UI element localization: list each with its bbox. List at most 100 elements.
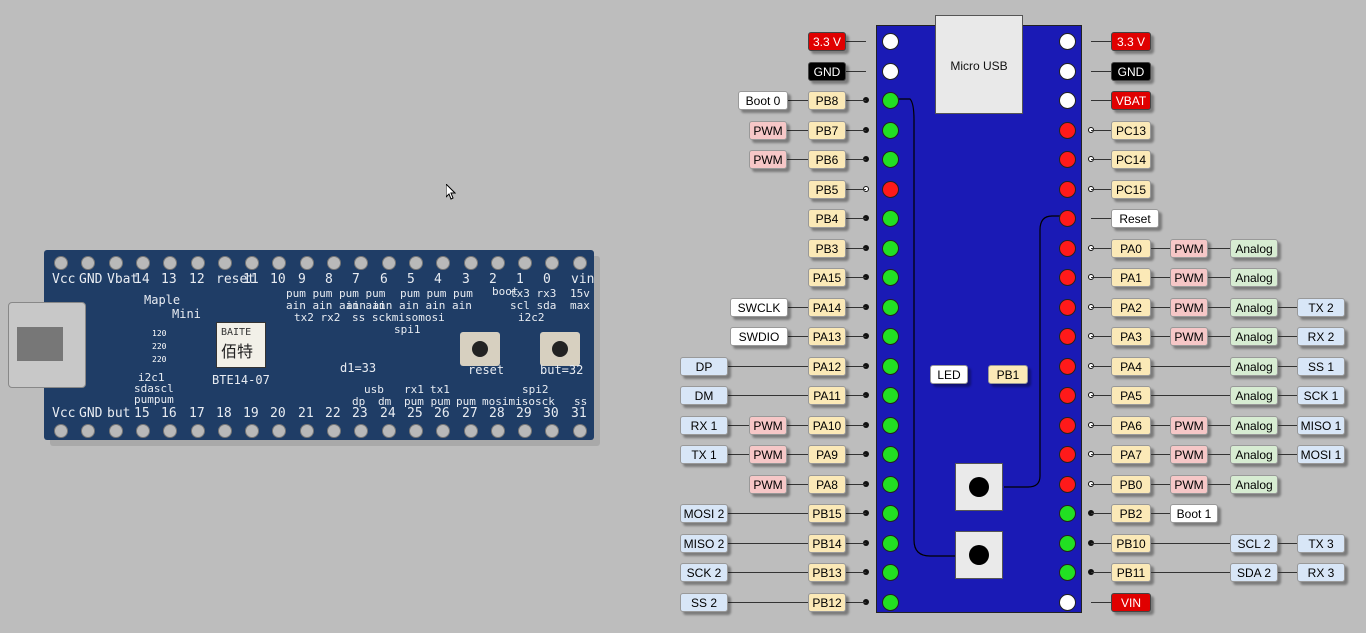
right-pin-7[interactable] [1059, 240, 1076, 257]
photo-top-pad-18 [545, 256, 559, 270]
left-pin-0[interactable] [882, 33, 899, 50]
right-extra-label-13-2: MISO 1 [1297, 416, 1345, 435]
photo-bottom-sub-7: spi2 [522, 383, 549, 396]
right-extra-label-10-2: RX 2 [1297, 327, 1345, 346]
right-pin-line-15 [1091, 484, 1111, 485]
reset-button-cap [969, 477, 989, 497]
right-pin-label-5: PC15 [1111, 180, 1151, 199]
photo-bottom-pad-5 [191, 424, 205, 438]
right-extra-label-15-1: Analog [1230, 475, 1278, 494]
photo-top-pad-12 [382, 256, 396, 270]
right-pin-17[interactable] [1059, 535, 1076, 552]
right-pin-5[interactable] [1059, 181, 1076, 198]
right-pin-1[interactable] [1059, 63, 1076, 80]
right-extra-label-13-0: PWM [1170, 416, 1208, 435]
right-pin-line-16 [1091, 513, 1111, 514]
left-pin-line-14 [846, 454, 866, 455]
left-pin-16[interactable] [882, 505, 899, 522]
right-extra-line-9-2 [1278, 307, 1297, 308]
left-pin-12[interactable] [882, 387, 899, 404]
left-pin-label-3: PB7 [808, 121, 846, 140]
right-pin-6[interactable] [1059, 210, 1076, 227]
left-extra-label-16-0: MOSI 2 [680, 504, 728, 523]
right-pin-11[interactable] [1059, 358, 1076, 375]
left-pin-6[interactable] [882, 210, 899, 227]
photo-bottom-sub-1: dp [352, 395, 366, 408]
right-extra-label-10-0: PWM [1170, 327, 1208, 346]
right-pin-line-4 [1091, 159, 1111, 160]
left-pin-8[interactable] [882, 269, 899, 286]
left-pin-18[interactable] [882, 564, 899, 581]
left-pin-label-5: PB5 [808, 180, 846, 199]
left-extra-label-13-1: RX 1 [680, 416, 728, 435]
photo-top-pad-9 [300, 256, 314, 270]
board-sub: Mini [172, 307, 201, 321]
right-pin-12[interactable] [1059, 387, 1076, 404]
left-pin-19[interactable] [882, 594, 899, 611]
right-pin-13[interactable] [1059, 417, 1076, 434]
left-pin-line-0 [846, 41, 866, 42]
photo-bottom-label-0: Vcc [52, 406, 76, 421]
right-pin-line-19 [1091, 602, 1111, 603]
photo-top-pad-8 [272, 256, 286, 270]
right-pin-label-14: PA7 [1111, 445, 1151, 464]
left-pin-marker-2 [863, 97, 869, 103]
right-pin-14[interactable] [1059, 446, 1076, 463]
left-pin-11[interactable] [882, 358, 899, 375]
left-pin-17[interactable] [882, 535, 899, 552]
left-pin-line-17 [846, 543, 866, 544]
left-extra-line-14-1 [728, 454, 749, 455]
right-pin-18[interactable] [1059, 564, 1076, 581]
photo-bottom-pad-6 [218, 424, 232, 438]
right-pin-3[interactable] [1059, 122, 1076, 139]
right-pin-9[interactable] [1059, 299, 1076, 316]
right-extra-line-13-1 [1208, 425, 1230, 426]
photo-top-sub-4: ain ain ain ain ain [346, 299, 472, 312]
reset-button[interactable] [955, 463, 1003, 511]
left-pin-7[interactable] [882, 240, 899, 257]
left-pin-4[interactable] [882, 151, 899, 168]
resistor-2: 220 [152, 342, 167, 351]
left-pin-10[interactable] [882, 328, 899, 345]
photo-bottom-label-13: 25 [407, 406, 423, 421]
left-pin-marker-17 [863, 540, 869, 546]
right-pin-10[interactable] [1059, 328, 1076, 345]
right-pin-label-0: 3.3 V [1111, 32, 1151, 51]
right-pin-line-1 [1091, 71, 1111, 72]
photo-bottom-pad-9 [300, 424, 314, 438]
left-pin-5[interactable] [882, 181, 899, 198]
left-pin-9[interactable] [882, 299, 899, 316]
photo-top-label-7: 11 [243, 272, 259, 287]
right-pin-label-6: Reset [1111, 209, 1159, 228]
reset-text: reset [468, 363, 505, 377]
right-pin-8[interactable] [1059, 269, 1076, 286]
left-pin-label-4: PB6 [808, 150, 846, 169]
right-pin-15[interactable] [1059, 476, 1076, 493]
right-extra-label-11-2: SS 1 [1297, 357, 1345, 376]
right-extra-line-8-1 [1208, 277, 1230, 278]
right-pin-2[interactable] [1059, 92, 1076, 109]
photo-top-label-17: 1 [516, 272, 524, 287]
photo-bottom-pad-17 [518, 424, 532, 438]
left-pin-14[interactable] [882, 446, 899, 463]
right-pin-4[interactable] [1059, 151, 1076, 168]
user-button[interactable] [955, 531, 1003, 579]
right-pin-19[interactable] [1059, 594, 1076, 611]
right-pin-line-13 [1091, 425, 1111, 426]
right-pin-0[interactable] [1059, 33, 1076, 50]
left-pin-2[interactable] [882, 92, 899, 109]
right-pin-16[interactable] [1059, 505, 1076, 522]
right-extra-line-10-1 [1208, 336, 1230, 337]
photo-bottom-pad-3 [136, 424, 150, 438]
left-pin-15[interactable] [882, 476, 899, 493]
photo-bottom-sub-8: mosimisosck [482, 395, 555, 408]
left-pin-line-3 [846, 130, 866, 131]
left-pin-3[interactable] [882, 122, 899, 139]
right-pin-line-17 [1091, 543, 1111, 544]
user-button-cap [969, 545, 989, 565]
left-pin-1[interactable] [882, 63, 899, 80]
left-pin-13[interactable] [882, 417, 899, 434]
